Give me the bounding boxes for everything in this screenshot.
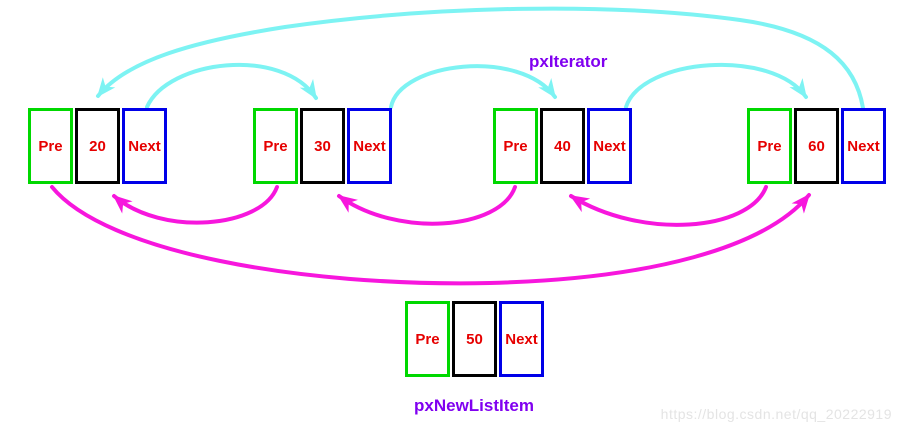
pre-pointer-cell: Pre: [28, 108, 73, 184]
list-node-20: Pre 20 Next: [28, 108, 167, 184]
pre-pointer-cell: Pre: [405, 301, 450, 377]
next-label: Next: [128, 137, 161, 155]
next-pointer-cell: Next: [587, 108, 632, 184]
list-node-40: Pre 40 Next: [493, 108, 632, 184]
pre-pointer-cell: Pre: [253, 108, 298, 184]
px-iterator-label: pxIterator: [529, 52, 608, 71]
pre-label: Pre: [263, 137, 288, 155]
pre-pointer-cell: Pre: [747, 108, 792, 184]
px-new-list-item-label: pxNewListItem: [414, 396, 534, 415]
pre-label: Pre: [38, 137, 63, 155]
next-pointer-cell: Next: [347, 108, 392, 184]
next-arrow-40-to-60: [624, 62, 808, 109]
value-cell: 40: [540, 108, 585, 184]
list-node-50-new-item: Pre 50 Next: [405, 301, 544, 377]
pre-label: Pre: [415, 330, 440, 348]
list-node-60: Pre 60 Next: [747, 108, 886, 184]
list-node-30: Pre 30 Next: [253, 108, 392, 184]
node-value: 60: [808, 137, 825, 155]
node-value: 30: [314, 137, 331, 155]
next-pointer-cell: Next: [499, 301, 544, 377]
value-cell: 30: [300, 108, 345, 184]
pre-label: Pre: [757, 137, 782, 155]
next-pointer-cell: Next: [841, 108, 886, 184]
next-label: Next: [505, 330, 538, 348]
pre-arrow-30-to-20: [112, 185, 279, 225]
csdn-watermark: https://blog.csdn.net/qq_20222919: [660, 406, 892, 422]
next-arrow-60-to-20-wrap: [96, 6, 865, 110]
pre-label: Pre: [503, 137, 528, 155]
pre-arrow-20-to-60-wrap: [50, 185, 811, 286]
value-cell: 50: [452, 301, 497, 377]
node-value: 40: [554, 137, 571, 155]
node-value: 50: [466, 330, 483, 348]
next-arrow-30-to-40: [389, 64, 557, 109]
next-arrow-20-to-30: [145, 62, 318, 109]
next-label: Next: [593, 137, 626, 155]
next-label: Next: [847, 137, 880, 155]
pre-pointer-cell: Pre: [493, 108, 538, 184]
pre-arrow-40-to-30: [337, 185, 517, 226]
pre-arrow-60-to-40: [569, 185, 768, 227]
node-value: 20: [89, 137, 106, 155]
next-label: Next: [353, 137, 386, 155]
value-cell: 60: [794, 108, 839, 184]
value-cell: 20: [75, 108, 120, 184]
next-pointer-cell: Next: [122, 108, 167, 184]
